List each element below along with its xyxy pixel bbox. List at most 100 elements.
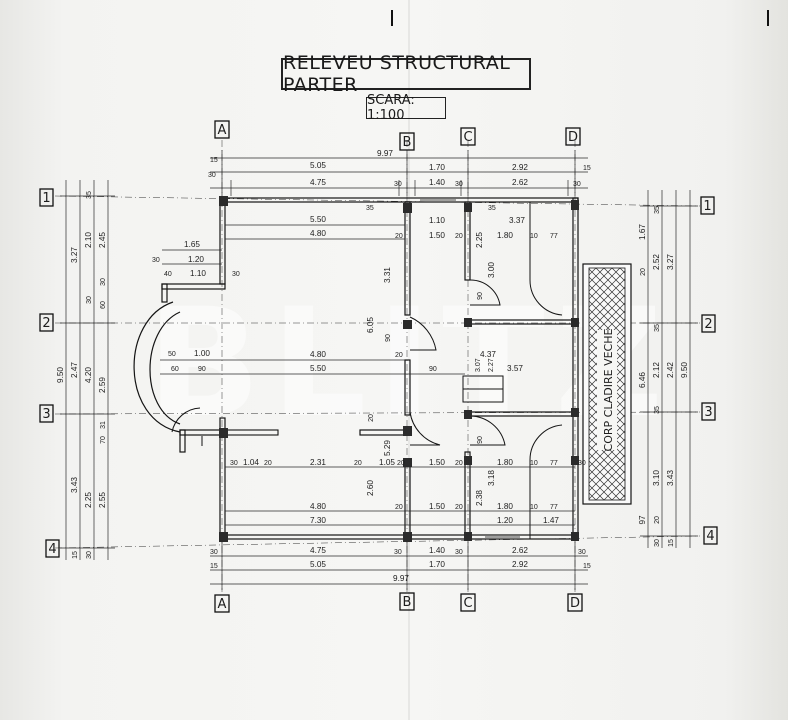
right-dimensions: 1.67 6.46 97 2.52 2.12 3.10 3.27 2.42 3.… xyxy=(638,190,698,548)
axis-column-A: A A xyxy=(214,120,230,613)
svg-text:20: 20 xyxy=(354,460,362,467)
svg-text:4.80: 4.80 xyxy=(310,229,326,238)
svg-text:2.38: 2.38 xyxy=(475,490,484,506)
svg-text:1.70: 1.70 xyxy=(429,560,445,569)
svg-text:60: 60 xyxy=(171,366,179,373)
svg-text:D: D xyxy=(568,130,578,145)
svg-text:2.10: 2.10 xyxy=(84,232,93,248)
svg-text:2: 2 xyxy=(704,317,712,332)
svg-text:30: 30 xyxy=(152,257,160,264)
svg-text:A: A xyxy=(218,123,227,138)
svg-text:1.10: 1.10 xyxy=(190,269,206,278)
svg-text:30: 30 xyxy=(455,181,463,188)
svg-text:20: 20 xyxy=(654,516,661,524)
top-dimensions: 9.97 5.05 1.70 2.92 15 15 30 4.75 30 1.4… xyxy=(208,149,591,196)
svg-text:3.43: 3.43 xyxy=(70,477,79,493)
svg-text:2.27: 2.27 xyxy=(488,358,495,372)
svg-text:1.50: 1.50 xyxy=(429,231,445,240)
svg-text:C: C xyxy=(463,596,472,611)
svg-text:1.40: 1.40 xyxy=(429,546,445,555)
svg-text:30: 30 xyxy=(578,549,586,556)
svg-text:5.29: 5.29 xyxy=(383,440,392,456)
svg-text:20: 20 xyxy=(455,504,463,511)
svg-text:20: 20 xyxy=(640,268,647,276)
svg-text:D: D xyxy=(570,596,580,611)
svg-text:2.42: 2.42 xyxy=(666,362,675,378)
svg-text:2.52: 2.52 xyxy=(652,254,661,270)
svg-text:20: 20 xyxy=(455,460,463,467)
axis-row-3: 3 3 xyxy=(39,402,716,423)
svg-text:4.75: 4.75 xyxy=(310,546,326,555)
svg-text:9.97: 9.97 xyxy=(393,574,409,583)
svg-text:1.00: 1.00 xyxy=(194,349,210,358)
svg-text:1.65: 1.65 xyxy=(184,240,200,249)
svg-text:3.37: 3.37 xyxy=(509,216,525,225)
svg-text:1.40: 1.40 xyxy=(429,178,445,187)
svg-text:30: 30 xyxy=(86,551,93,559)
svg-text:30: 30 xyxy=(455,549,463,556)
svg-text:20: 20 xyxy=(455,233,463,240)
svg-text:15: 15 xyxy=(583,165,591,172)
axis-column-B: B B xyxy=(399,132,415,611)
svg-text:30: 30 xyxy=(100,278,107,286)
svg-text:2.92: 2.92 xyxy=(512,560,528,569)
svg-text:35: 35 xyxy=(654,206,661,214)
svg-text:4.75: 4.75 xyxy=(310,178,326,187)
svg-text:4: 4 xyxy=(48,542,56,557)
svg-text:A: A xyxy=(218,597,227,612)
svg-text:2.92: 2.92 xyxy=(512,163,528,172)
svg-text:2: 2 xyxy=(42,316,50,331)
svg-text:2.47: 2.47 xyxy=(70,362,79,378)
svg-text:20: 20 xyxy=(395,352,403,359)
svg-text:90: 90 xyxy=(385,334,392,342)
svg-text:1.04: 1.04 xyxy=(243,458,259,467)
svg-text:20: 20 xyxy=(264,460,272,467)
bottom-dimensions: 30 4.75 30 1.40 30 2.62 30 15 5.05 1.70 … xyxy=(210,540,591,590)
svg-text:10: 10 xyxy=(530,233,538,240)
svg-text:4.37: 4.37 xyxy=(480,350,496,359)
svg-text:35: 35 xyxy=(366,205,374,212)
sheet-marks xyxy=(391,10,769,26)
svg-text:30: 30 xyxy=(210,549,218,556)
svg-text:1.05: 1.05 xyxy=(379,458,395,467)
svg-text:35: 35 xyxy=(488,205,496,212)
svg-text:C: C xyxy=(463,130,472,145)
svg-text:1.47: 1.47 xyxy=(543,516,559,525)
svg-text:4: 4 xyxy=(706,529,714,544)
svg-text:1.20: 1.20 xyxy=(497,516,513,525)
svg-text:2.45: 2.45 xyxy=(98,232,107,248)
svg-text:2.25: 2.25 xyxy=(84,492,93,508)
svg-text:5.50: 5.50 xyxy=(310,215,326,224)
svg-text:9.50: 9.50 xyxy=(56,367,65,383)
svg-text:20: 20 xyxy=(395,233,403,240)
svg-text:20: 20 xyxy=(395,504,403,511)
svg-text:30: 30 xyxy=(86,296,93,304)
svg-text:15: 15 xyxy=(210,563,218,570)
drawing-title: RELEVEU STRUCTURAL PARTER xyxy=(281,52,531,96)
svg-text:77: 77 xyxy=(550,460,558,467)
svg-text:2.55: 2.55 xyxy=(98,492,107,508)
svg-text:B: B xyxy=(403,135,412,150)
svg-text:3.31: 3.31 xyxy=(383,267,392,283)
svg-text:4.80: 4.80 xyxy=(310,350,326,359)
svg-text:30: 30 xyxy=(208,172,216,179)
svg-text:5.05: 5.05 xyxy=(310,560,326,569)
svg-text:3.10: 3.10 xyxy=(652,470,661,486)
svg-text:70: 70 xyxy=(100,436,107,444)
svg-text:1.67: 1.67 xyxy=(638,224,647,240)
svg-text:2.31: 2.31 xyxy=(310,458,326,467)
svg-text:4.20: 4.20 xyxy=(84,367,93,383)
svg-text:15: 15 xyxy=(72,551,79,559)
svg-text:9.97: 9.97 xyxy=(377,149,393,158)
svg-text:30: 30 xyxy=(578,460,586,467)
svg-text:3.18: 3.18 xyxy=(487,470,496,486)
svg-text:77: 77 xyxy=(550,233,558,240)
svg-text:3.07: 3.07 xyxy=(475,358,482,372)
svg-text:35: 35 xyxy=(86,191,93,199)
svg-text:30: 30 xyxy=(230,460,238,467)
svg-text:90: 90 xyxy=(198,366,206,373)
svg-text:5.50: 5.50 xyxy=(310,364,326,373)
svg-text:2.62: 2.62 xyxy=(512,178,528,187)
